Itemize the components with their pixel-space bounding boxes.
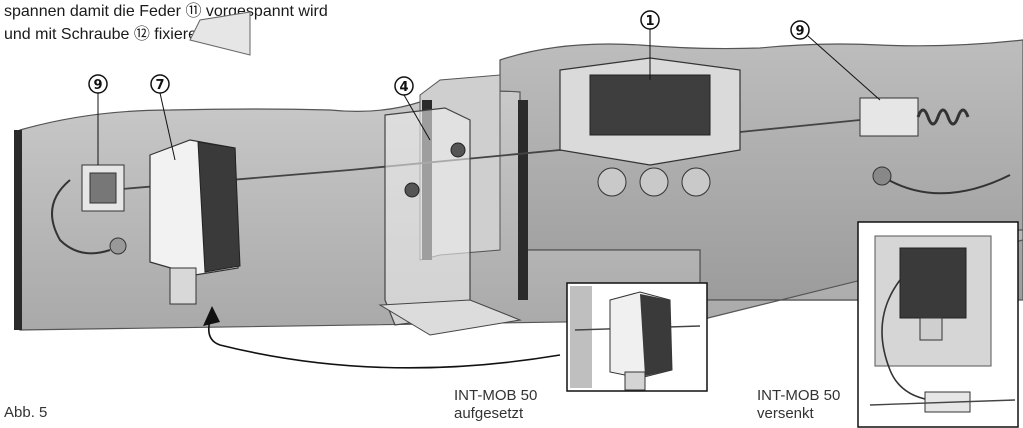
inset-flush-mount: versenkt	[757, 405, 814, 422]
right-screw	[872, 166, 892, 186]
svg-text:9: 9	[795, 24, 804, 39]
arrow-head	[203, 306, 220, 326]
right-cable	[884, 174, 1011, 195]
left-bracket-inner	[89, 172, 117, 204]
front-panel-edge	[14, 130, 22, 330]
inset-flush-model: INT-MOB 50	[757, 387, 841, 404]
front-panel	[19, 90, 1023, 331]
figure-label: Abb. 5	[4, 404, 48, 421]
inset-flush-mount	[857, 221, 1019, 428]
mid-panel-edge-2	[518, 100, 528, 300]
callout-7: 7	[150, 74, 176, 161]
right-bracket-plate	[859, 97, 919, 137]
callout-9-left: 9	[88, 74, 108, 165]
back-panel-top-outline	[189, 11, 251, 56]
bracket-4-nut-bottom	[404, 182, 420, 198]
spring	[916, 108, 970, 126]
callout-4: 4	[394, 76, 431, 141]
svg-text:7: 7	[155, 78, 164, 93]
gland-1	[597, 167, 627, 197]
inset-surface-mount	[566, 282, 708, 392]
inset-surface-mount: aufgesetzt	[454, 405, 524, 422]
control-box-1-board	[589, 74, 711, 136]
inset-surface-label: INT-MOB 50 aufgesetzt	[454, 387, 537, 423]
intro-line-2: und mit Schraube ⑫ fixieren.	[4, 26, 211, 43]
left-screw	[109, 237, 127, 255]
svg-text:4: 4	[399, 80, 408, 95]
bracket-4-foot	[378, 299, 522, 336]
svg-text:9: 9	[93, 78, 102, 93]
connection-arrow	[207, 319, 561, 369]
bracket-4-nut-top	[450, 142, 466, 158]
bracket-4	[384, 107, 471, 326]
inset-flush-label: INT-MOB 50 versenkt	[757, 387, 840, 423]
gland-2	[639, 167, 669, 197]
svg-text:1: 1	[645, 14, 654, 29]
callout-1: 1	[640, 10, 660, 80]
callout-9-right: 9	[790, 20, 881, 101]
sensor-7-gland	[169, 267, 197, 305]
left-cable-loop	[51, 179, 111, 255]
gland-3	[681, 167, 711, 197]
inset-surface-model: INT-MOB 50	[454, 387, 538, 404]
sensor-7-dark	[197, 141, 241, 273]
